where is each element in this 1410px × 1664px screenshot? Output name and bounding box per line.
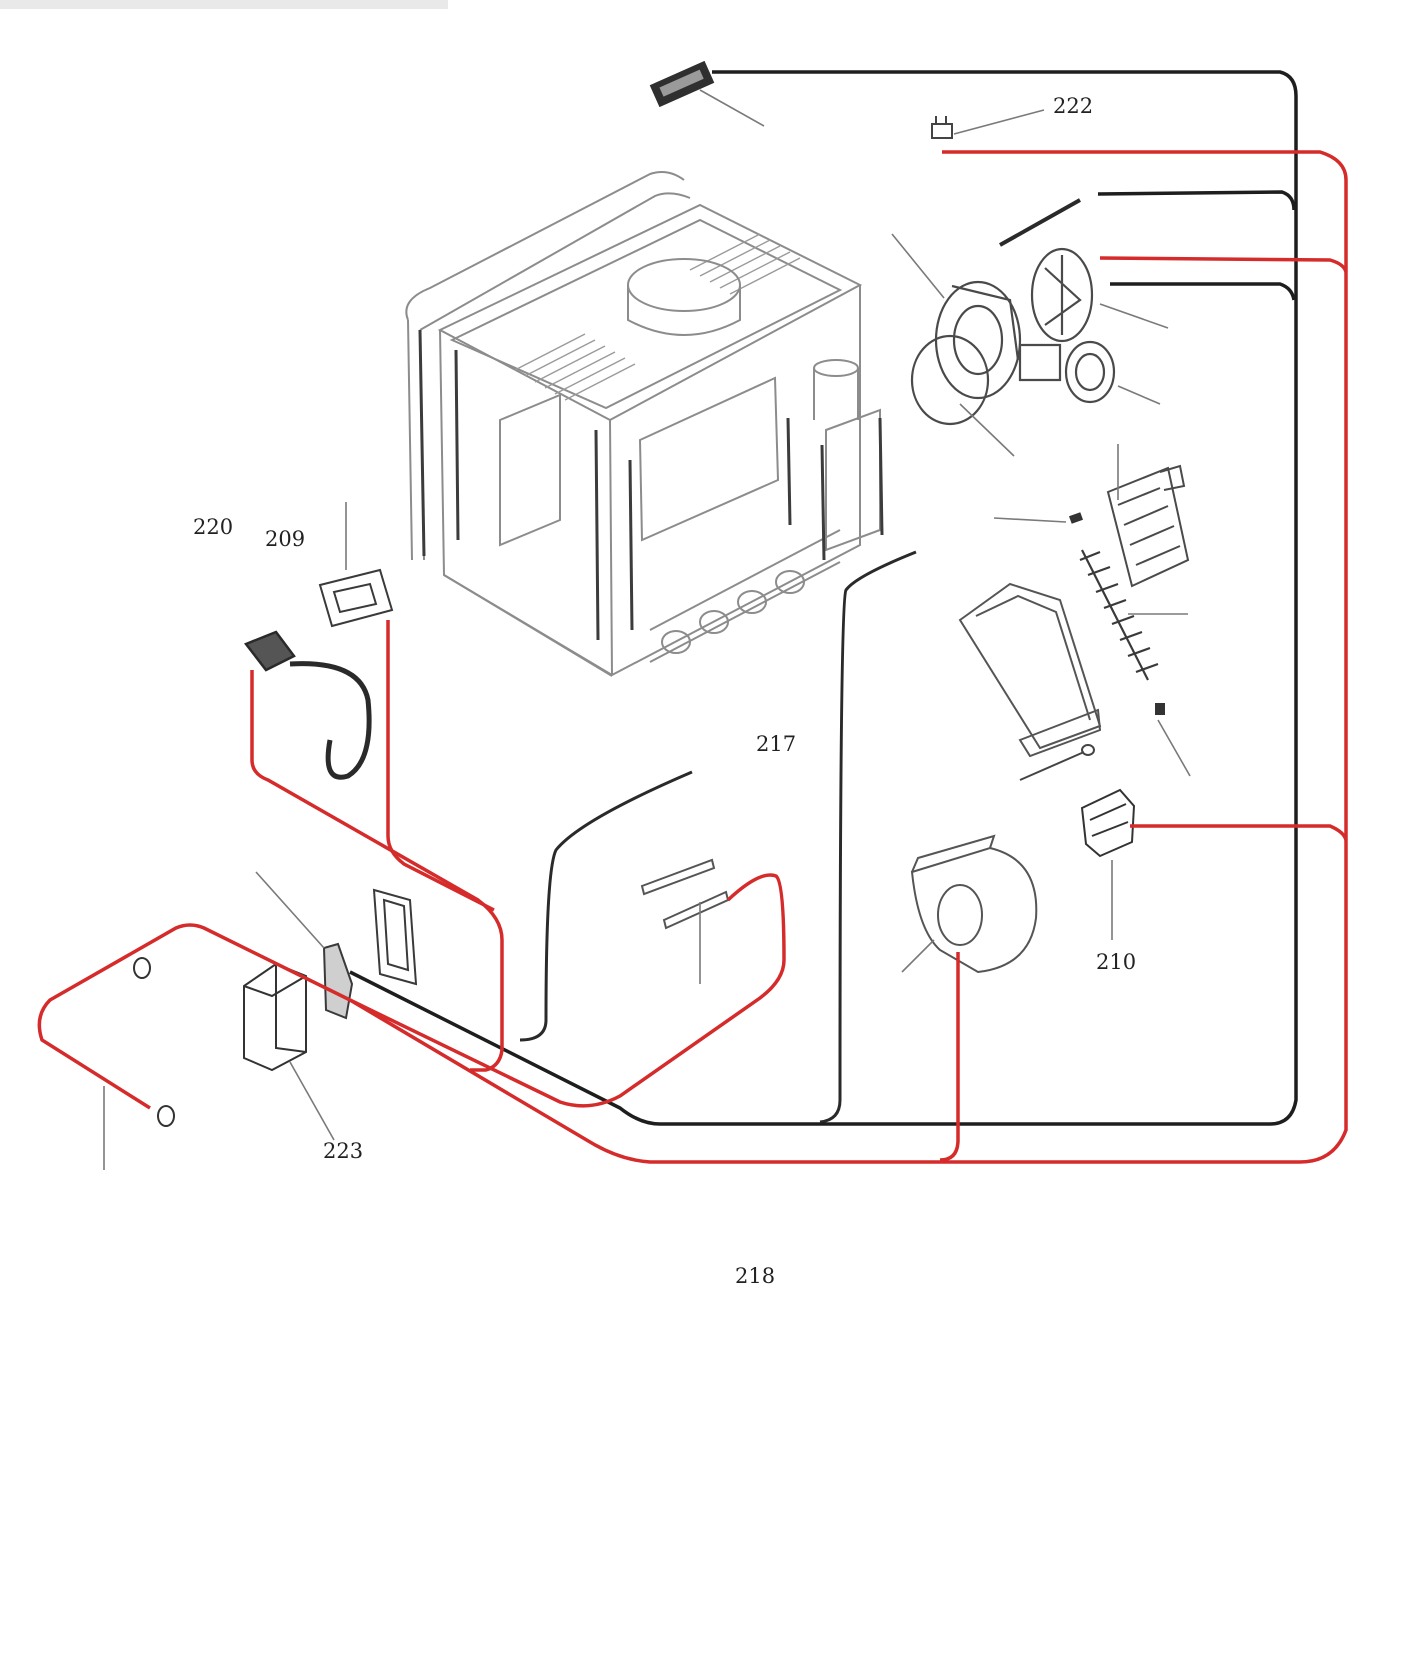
control-board (322, 888, 418, 1020)
label-217: 217 (756, 732, 796, 756)
connector-222 (931, 116, 953, 139)
label-220: 220 (193, 515, 233, 539)
exhaust-fan-assembly (910, 247, 1116, 426)
spring-small (1068, 512, 1165, 715)
label-223: 223 (323, 1139, 363, 1163)
leader-lines (103, 89, 1191, 1170)
stove-body (405, 171, 881, 677)
blower-fan (910, 834, 1038, 974)
pin-rods (1019, 744, 1095, 781)
fuse-holder (133, 957, 175, 1127)
auger-screw (1079, 549, 1159, 681)
red-wiring (37, 150, 1348, 1164)
hopper-chute (958, 582, 1102, 758)
igniter-rod-top (999, 198, 1081, 247)
display-panel (649, 60, 715, 108)
probe-217 (519, 770, 693, 1042)
black-wiring (349, 70, 1298, 1126)
label-210: 210 (1096, 950, 1136, 974)
probe-right (819, 550, 917, 1124)
resistor-217 (640, 858, 730, 930)
stove-frame-posts (418, 329, 884, 641)
label-222: 222 (1053, 94, 1093, 118)
switch-209 (318, 568, 394, 628)
transformer-223 (243, 962, 307, 1072)
top-scroll-strip (0, 0, 448, 9)
pressure-switch-220 (244, 630, 372, 780)
feed-bracket (1106, 464, 1190, 588)
motor-210 (1080, 788, 1136, 858)
label-209: 209 (265, 527, 305, 551)
label-218: 218 (735, 1264, 775, 1288)
